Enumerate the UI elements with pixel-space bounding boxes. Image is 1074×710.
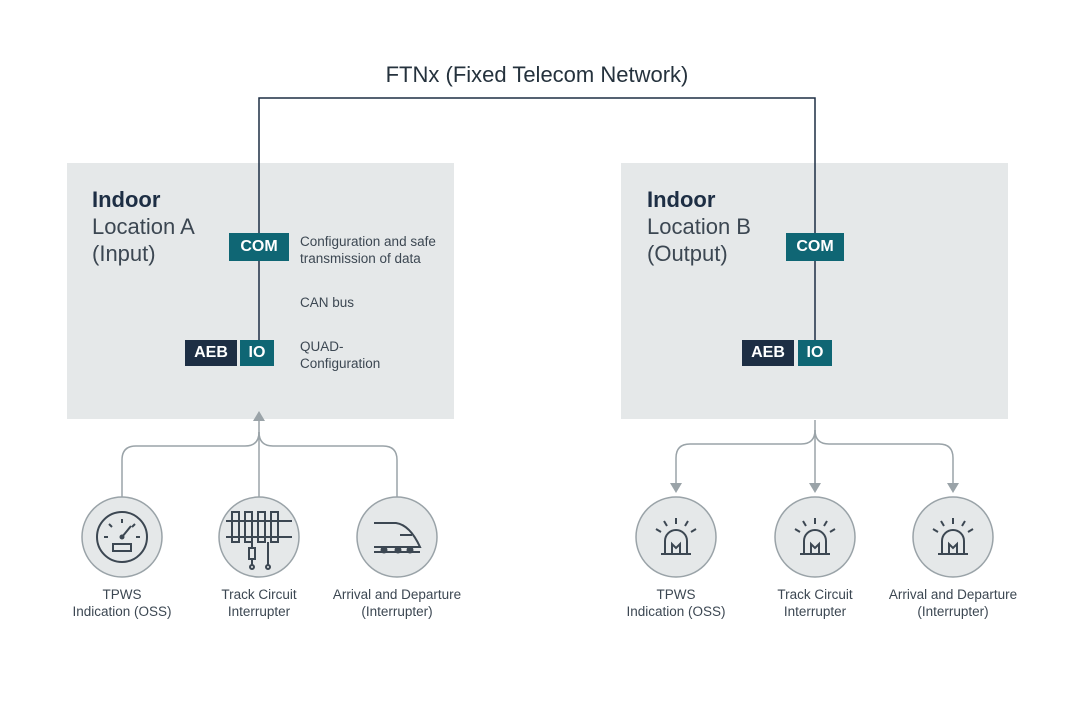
- input-arrowhead: [253, 411, 265, 421]
- output-device-2-line-2: Interrupter: [783, 604, 847, 619]
- input-device-label-2: Track Circuit Interrupter: [174, 586, 344, 620]
- input-device-label-3: Arrival and Departure (Interrupter): [312, 586, 482, 620]
- output-device-label-2: Track Circuit Interrupter: [730, 586, 900, 620]
- location-b-role: (Output): [647, 241, 728, 266]
- output-device-label-1: TPWS Indication (OSS): [591, 586, 761, 620]
- input-device-3-line-2: (Interrupter): [361, 604, 433, 619]
- location-a-name: Location A: [92, 214, 195, 239]
- output-device-label-3: Arrival and Departure (Interrupter): [868, 586, 1038, 620]
- network-title: FTNx (Fixed Telecom Network): [385, 62, 689, 87]
- location-a-heading: Indoor: [92, 187, 161, 212]
- location-b-label: Indoor Location B (Output): [647, 187, 751, 267]
- location-a-panel: [67, 163, 454, 419]
- quad-note-line-1: QUAD-: [300, 339, 344, 354]
- input-device-3-line-1: Arrival and Departure: [332, 587, 462, 602]
- alarm-light-icon-2: [774, 496, 856, 578]
- input-device-1-line-2: Indication (OSS): [72, 604, 172, 619]
- alarm-light-icon-1: [635, 496, 717, 578]
- output-device-3-line-2: (Interrupter): [917, 604, 989, 619]
- output-arrowhead-1: [670, 483, 682, 493]
- location-b-name: Location B: [647, 214, 751, 239]
- output-arrowhead-3: [947, 483, 959, 493]
- input-connectors: [121, 420, 398, 497]
- alarm-light-icon-3: [912, 496, 994, 578]
- gauge-icon: [81, 496, 163, 578]
- io-box-a: IO: [240, 340, 274, 366]
- input-device-1-line-1: TPWS: [102, 587, 142, 602]
- output-device-3-line-1: Arrival and Departure: [888, 587, 1018, 602]
- input-device-label-1: TPWS Indication (OSS): [37, 586, 207, 620]
- quad-note: QUAD- Configuration: [300, 338, 380, 372]
- aeb-box-a: AEB: [185, 340, 237, 366]
- com-box-a: COM: [229, 233, 289, 261]
- output-device-1-line-1: TPWS: [656, 587, 696, 602]
- location-b-heading: Indoor: [647, 187, 716, 212]
- io-box-b: IO: [798, 340, 832, 366]
- com-note: Configuration and safe transmission of d…: [300, 233, 436, 267]
- location-a-role: (Input): [92, 241, 156, 266]
- aeb-box-b: AEB: [742, 340, 794, 366]
- track-circuit-icon: [218, 496, 300, 578]
- output-device-2-line-1: Track Circuit: [777, 587, 853, 602]
- train-icon: [356, 496, 438, 578]
- input-device-2-line-1: Track Circuit: [221, 587, 297, 602]
- output-arrowhead-2: [809, 483, 821, 493]
- quad-note-line-2: Configuration: [300, 356, 381, 371]
- output-connectors: [675, 420, 954, 484]
- location-a-label: Indoor Location A (Input): [92, 187, 195, 267]
- input-device-2-line-2: Interrupter: [227, 604, 291, 619]
- can-bus-note: CAN bus: [300, 295, 355, 310]
- output-device-1-line-2: Indication (OSS): [626, 604, 726, 619]
- network-line: [258, 97, 816, 233]
- com-note-line-1: Configuration and safe: [300, 234, 436, 249]
- com-box-b: COM: [786, 233, 844, 261]
- com-note-line-2: transmission of data: [300, 251, 421, 266]
